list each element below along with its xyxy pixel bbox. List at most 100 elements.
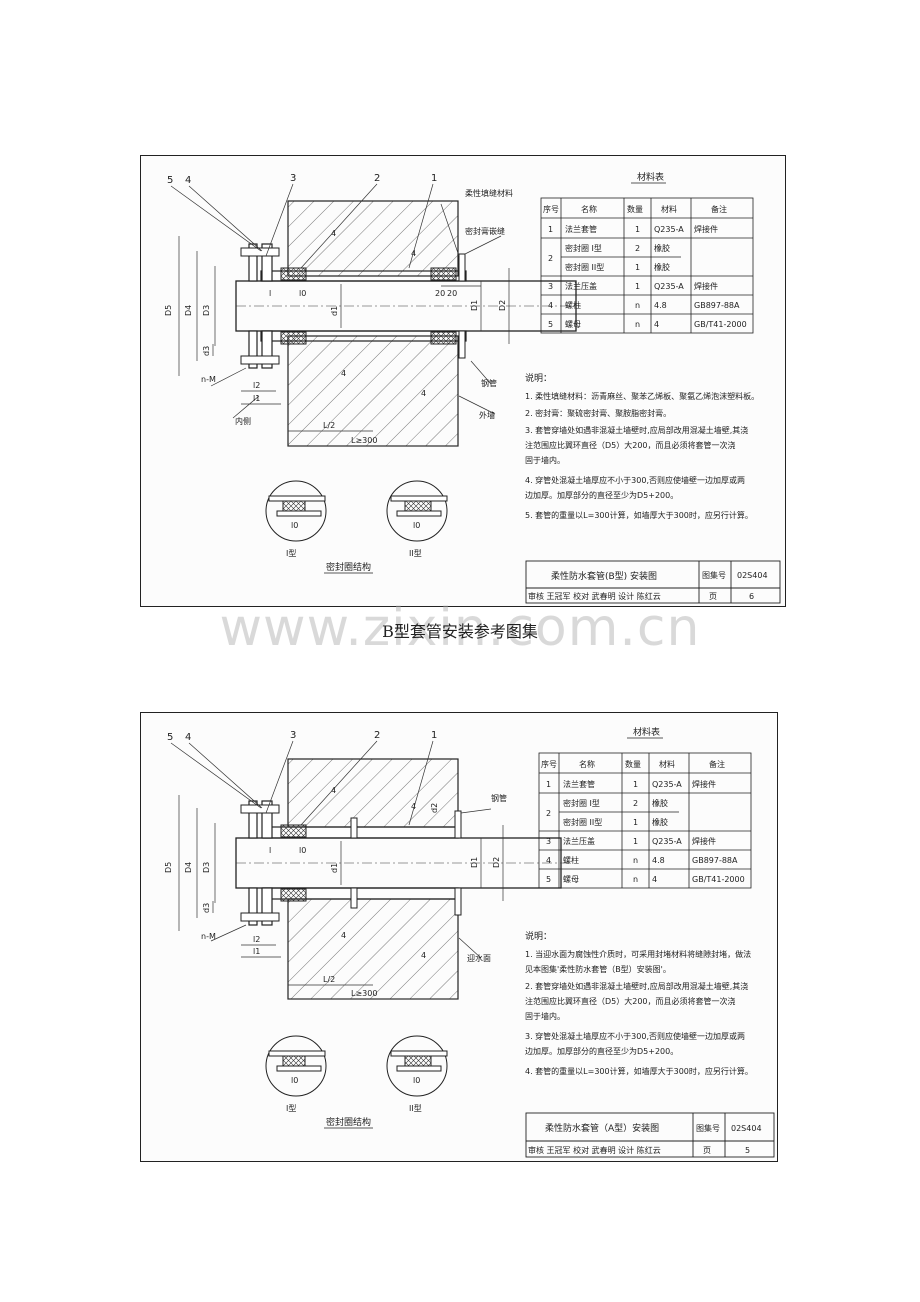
svg-text:5: 5 bbox=[548, 320, 553, 329]
dim-l0: l0 bbox=[299, 289, 306, 298]
dim-small-d3: d3 bbox=[202, 346, 211, 356]
detail-caption: 密封圈结构 bbox=[326, 1116, 371, 1128]
svg-text:GB/T41-2000: GB/T41-2000 bbox=[692, 875, 745, 884]
dim-d1-inner: d1 bbox=[330, 863, 339, 873]
part-label-4: 4 bbox=[185, 175, 191, 186]
notes: 说明： 1. 柔性填缝材料：沥青麻丝、聚苯乙烯板、聚氨乙烯泡沫塑料板。 2. 密… bbox=[525, 372, 759, 520]
part-label-4: 4 bbox=[185, 732, 191, 743]
callout-water-side: 迎水面 bbox=[467, 953, 491, 963]
detail-caption: 密封圈结构 bbox=[326, 561, 371, 573]
svg-text:1: 1 bbox=[548, 225, 553, 234]
svg-text:2. 密封膏：聚硫密封膏、聚胺脂密封膏。: 2. 密封膏：聚硫密封膏、聚胺脂密封膏。 bbox=[525, 408, 671, 418]
dim-l2: l2 bbox=[253, 935, 260, 944]
dim-d5: D5 bbox=[164, 862, 173, 873]
svg-text:l0: l0 bbox=[291, 521, 298, 530]
svg-text:2. 套管穿墙处如遇非混凝土墙壁时,应局部改用混凝土墙壁,其: 2. 套管穿墙处如遇非混凝土墙壁时,应局部改用混凝土墙壁,其浇 bbox=[525, 981, 748, 991]
svg-text:法兰套管: 法兰套管 bbox=[563, 779, 595, 789]
svg-text:备注: 备注 bbox=[711, 204, 727, 214]
svg-text:2: 2 bbox=[633, 799, 638, 808]
svg-text:4. 穿管处混凝土墙厚应不小于300,否则应使墙壁一边加厚或: 4. 穿管处混凝土墙厚应不小于300,否则应使墙壁一边加厚或两 bbox=[525, 475, 745, 485]
svg-text:密封圈 II型: 密封圈 II型 bbox=[563, 817, 602, 827]
svg-text:说明：: 说明： bbox=[525, 930, 552, 942]
svg-text:边加厚。加厚部分的直径至少为D5+200。: 边加厚。加厚部分的直径至少为D5+200。 bbox=[525, 1046, 678, 1056]
drawing-title: 柔性防水套管（A型）安装图 bbox=[545, 1122, 659, 1134]
flange-assembly bbox=[240, 243, 466, 369]
svg-text:Q235-A: Q235-A bbox=[652, 780, 682, 789]
part-label-1: 1 bbox=[431, 173, 437, 184]
svg-text:1: 1 bbox=[635, 225, 640, 234]
part-label-5: 5 bbox=[167, 175, 173, 186]
svg-text:n: n bbox=[633, 856, 638, 865]
seal-detail-type-2: l0 II型 bbox=[386, 1035, 448, 1113]
svg-text:l0: l0 bbox=[413, 521, 420, 530]
callout-filler: 柔性填缝材料 bbox=[465, 188, 513, 198]
svg-text:固于墙内。: 固于墙内。 bbox=[525, 455, 565, 465]
svg-text:n: n bbox=[635, 301, 640, 310]
svg-text:螺柱: 螺柱 bbox=[565, 300, 581, 310]
svg-text:4: 4 bbox=[341, 931, 346, 940]
svg-text:Q235-A: Q235-A bbox=[652, 837, 682, 846]
table-header: 序号 名称 数量 材料 备注 bbox=[543, 204, 727, 214]
svg-text:螺母: 螺母 bbox=[563, 874, 579, 884]
svg-text:法兰压盖: 法兰压盖 bbox=[565, 281, 597, 291]
dim-l: l bbox=[269, 846, 271, 855]
wall-section: 4 4 4 4 bbox=[287, 758, 459, 1000]
dim-20a: 20 bbox=[435, 289, 445, 298]
callout-outer-wall: 外墙 bbox=[479, 410, 495, 420]
svg-text:名称: 名称 bbox=[579, 759, 595, 769]
dim-small-d3: d3 bbox=[202, 903, 211, 913]
svg-text:橡胶: 橡胶 bbox=[654, 262, 670, 272]
svg-text:4: 4 bbox=[331, 229, 336, 238]
svg-text:2: 2 bbox=[635, 244, 640, 253]
dim-n-m: n-M bbox=[201, 375, 216, 384]
svg-text:1. 当迎水面为腐蚀性介质时，可采用封堵材料将缝隙封堵，做法: 1. 当迎水面为腐蚀性介质时，可采用封堵材料将缝隙封堵，做法 bbox=[525, 949, 751, 959]
svg-text:3. 穿管处混凝土墙厚应不小于300,否则应使墙壁一边加厚或: 3. 穿管处混凝土墙厚应不小于300,否则应使墙壁一边加厚或两 bbox=[525, 1031, 745, 1041]
dim-d4: D4 bbox=[184, 862, 193, 873]
svg-text:注范围应比翼环直径（D5）大200，而且必须将套管一次浇: 注范围应比翼环直径（D5）大200，而且必须将套管一次浇 bbox=[525, 996, 736, 1006]
svg-text:4: 4 bbox=[421, 389, 426, 398]
svg-text:1: 1 bbox=[635, 282, 640, 291]
svg-text:n: n bbox=[633, 875, 638, 884]
svg-text:4: 4 bbox=[546, 856, 551, 865]
dim-l: l bbox=[269, 289, 271, 298]
svg-text:材料: 材料 bbox=[661, 204, 677, 214]
svg-text:4: 4 bbox=[421, 951, 426, 960]
svg-text:l0: l0 bbox=[291, 1076, 298, 1085]
dim-d2: D2 bbox=[492, 857, 501, 868]
atlas-label: 图集号 bbox=[702, 570, 726, 580]
dim-d3: D3 bbox=[202, 862, 211, 873]
svg-text:序号: 序号 bbox=[541, 759, 557, 769]
part-label-1: 1 bbox=[431, 730, 437, 741]
atlas-number: 02S404 bbox=[731, 1124, 762, 1133]
part-label-2: 2 bbox=[374, 730, 380, 741]
svg-text:数量: 数量 bbox=[627, 204, 643, 214]
page-number: 5 bbox=[745, 1146, 750, 1155]
svg-text:备注: 备注 bbox=[709, 759, 725, 769]
svg-text:4: 4 bbox=[411, 249, 416, 258]
svg-text:1. 柔性填缝材料：沥青麻丝、聚苯乙烯板、聚氨乙烯泡沫塑料板: 1. 柔性填缝材料：沥青麻丝、聚苯乙烯板、聚氨乙烯泡沫塑料板。 bbox=[525, 391, 759, 401]
svg-text:1: 1 bbox=[633, 780, 638, 789]
page-label: 页 bbox=[703, 1146, 711, 1155]
wall-section: 44 44 bbox=[287, 200, 459, 447]
svg-text:Q235-A: Q235-A bbox=[654, 225, 684, 234]
svg-text:GB897-88A: GB897-88A bbox=[694, 301, 740, 310]
callout-pipe: 钢管 bbox=[481, 378, 497, 388]
atlas-number: 02S404 bbox=[737, 571, 768, 580]
dim-l1: l1 bbox=[253, 947, 260, 956]
svg-text:边加厚。加厚部分的直径至少为D5+200。: 边加厚。加厚部分的直径至少为D5+200。 bbox=[525, 490, 678, 500]
dim-20b: 20 bbox=[447, 289, 457, 298]
dim-l0: l0 bbox=[299, 846, 306, 855]
steel-pipe bbox=[235, 280, 581, 332]
part-label-2: 2 bbox=[374, 173, 380, 184]
svg-text:焊接件: 焊接件 bbox=[692, 836, 716, 846]
material-table bbox=[538, 752, 752, 889]
signatures: 审核 王冠军 校对 武春明 设计 陈红云 bbox=[528, 1145, 661, 1155]
dim-d1: D1 bbox=[470, 300, 479, 311]
svg-text:5. 套管的重量以L=300计算，如墙厚大于300时，应另行: 5. 套管的重量以L=300计算，如墙厚大于300时，应另行计算。 bbox=[525, 510, 753, 520]
svg-text:4: 4 bbox=[411, 802, 416, 811]
svg-text:4: 4 bbox=[331, 786, 336, 795]
title-block bbox=[525, 560, 781, 604]
callout-inner-side: 内侧 bbox=[235, 416, 251, 426]
svg-text:4: 4 bbox=[548, 301, 553, 310]
